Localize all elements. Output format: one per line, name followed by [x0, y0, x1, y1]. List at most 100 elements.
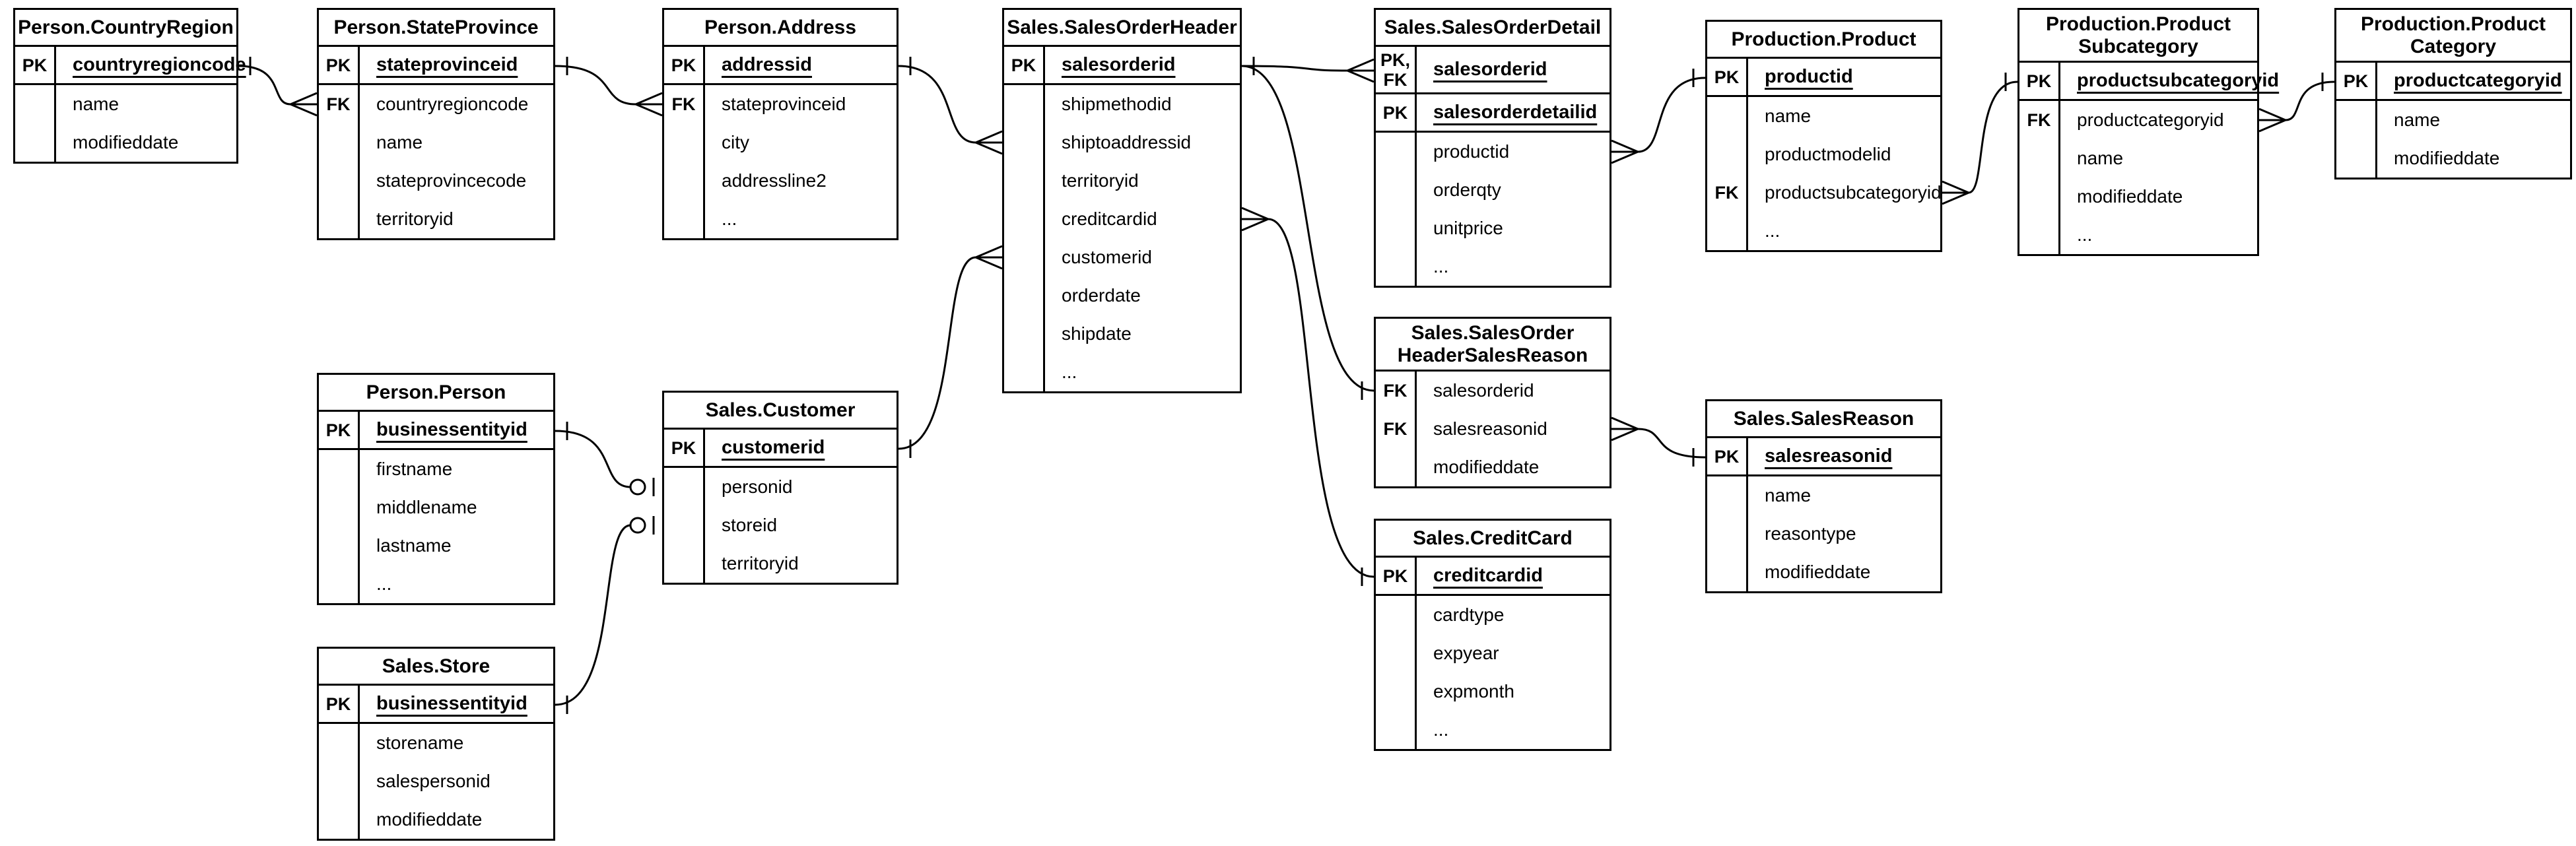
entity-row: unitprice [1376, 209, 1610, 247]
field-name: ... [376, 573, 392, 594]
relationship-production-productsubcategory-production-productcategory[interactable] [2285, 81, 2335, 121]
entity-row: ... [1376, 711, 1610, 749]
relationship-production-product-production-productsubcategory-crowfoot [1942, 180, 1969, 194]
relationship-sales-salesorderheader-sales-salesorderdetail[interactable] [1241, 65, 1348, 72]
field-name: ... [1433, 719, 1449, 740]
relationship-sales-salesorderheadersalesreason-sales-salesreason-crowfoot [1611, 416, 1639, 430]
entity-row: orderdate [1004, 277, 1240, 315]
key-cell [319, 162, 360, 200]
field-name: modifieddate [2077, 186, 2183, 207]
key-cell [664, 200, 705, 238]
key-cell: PK [664, 430, 705, 466]
entity-row: name [2336, 101, 2570, 139]
key-cell [1376, 596, 1417, 634]
entity-title-text: Sales.Customer [705, 399, 856, 421]
relationship-sales-salesorderheadersalesreason-sales-salesreason[interactable] [1637, 428, 1706, 459]
relationship-person-address-sales-salesorderheader[interactable] [898, 65, 976, 144]
relationship-person-address-sales-salesorderheader-crowfoot [975, 141, 1003, 155]
entity-title-text: Person.Person [366, 381, 506, 403]
key-cell: PK,FK [1376, 47, 1417, 92]
entity-title-text: Sales.SalesOrderHeader [1007, 16, 1237, 38]
field-name: ... [2077, 224, 2093, 245]
field-cell: salesorderid [1045, 47, 1240, 83]
entity-row: name [2019, 139, 2257, 178]
key-cell: FK [1376, 372, 1417, 410]
entity-row: productmodelid [1707, 135, 1940, 174]
key-cell [15, 123, 56, 162]
field-name: firstname [376, 459, 453, 479]
relationship-person-stateprovince-person-address[interactable] [555, 65, 636, 106]
field-cell: addressline2 [705, 162, 897, 200]
field-cell: name [1748, 476, 1940, 515]
entity-row: ... [319, 565, 553, 603]
field-cell: productcategoryid [2377, 63, 2570, 99]
field-name: salesorderid [1433, 59, 1547, 80]
field-name: modifieddate [2394, 148, 2500, 168]
field-cell: shipmethodid [1045, 85, 1240, 123]
entity-title-text: Sales.Store [382, 655, 491, 677]
relationship-sales-salesorderheader-sales-creditcard[interactable] [1268, 218, 1374, 578]
relationship-sales-salesorderheader-sales-salesorderheadersalesreason[interactable] [1241, 65, 1374, 392]
key-label: FK [1383, 69, 1407, 90]
relationship-sales-customer-sales-salesorderheader-crowfoot [975, 245, 1003, 259]
field-name: productcategoryid [2077, 110, 2224, 130]
key-label: PK [1714, 67, 1740, 87]
field-cell: lastname [360, 527, 553, 565]
relationship-sales-customer-sales-salesorderheader-crowfoot [975, 256, 1003, 270]
relationship-production-product-production-productsubcategory[interactable] [1968, 81, 2018, 194]
key-label: FK [1383, 381, 1407, 401]
field-cell: productid [1748, 59, 1940, 95]
field-name: territoryid [722, 553, 799, 573]
relationship-sales-customer-sales-salesorderheader[interactable] [898, 256, 976, 450]
field-name: addressline2 [722, 170, 827, 191]
field-cell: salesreasonid [1417, 410, 1610, 448]
field-name: productsubcategoryid [2077, 70, 2280, 91]
relationship-sales-salesorderdetail-production-product[interactable] [1637, 77, 1706, 153]
entity-row: territoryid [1004, 162, 1240, 200]
entity-title-text: Person.CountryRegion [18, 16, 234, 38]
entity-row: ... [1376, 247, 1610, 286]
key-label: PK [325, 420, 351, 440]
relationship-sales-store-sales-customer[interactable] [555, 524, 631, 706]
field-name: salespersonid [376, 771, 491, 791]
field-name: salesreasonid [1765, 445, 1893, 467]
entity-title-text: Person.StateProvince [333, 16, 539, 38]
key-cell [2019, 139, 2060, 178]
field-name: ... [722, 209, 737, 229]
key-cell [2336, 139, 2377, 178]
entity-title: Sales.SalesOrderDetail [1376, 10, 1610, 47]
relationship-sales-salesorderdetail-production-product-crowfoot [1611, 139, 1639, 153]
key-cell [1376, 448, 1417, 486]
relationship-sales-salesorderheader-sales-creditcard-crowfoot [1241, 207, 1269, 220]
relationship-person-person-sales-customer[interactable] [555, 430, 631, 488]
key-label: PK [671, 438, 696, 458]
key-cell [1004, 353, 1045, 391]
field-name: ... [1765, 220, 1780, 241]
field-cell: stateprovinceid [705, 85, 897, 123]
field-cell: territoryid [705, 544, 897, 583]
field-name: name [73, 94, 119, 114]
key-label: PK [325, 55, 351, 75]
entity-row: shiptoaddressid [1004, 123, 1240, 162]
field-name: name [1765, 485, 1812, 505]
key-cell [1004, 123, 1045, 162]
